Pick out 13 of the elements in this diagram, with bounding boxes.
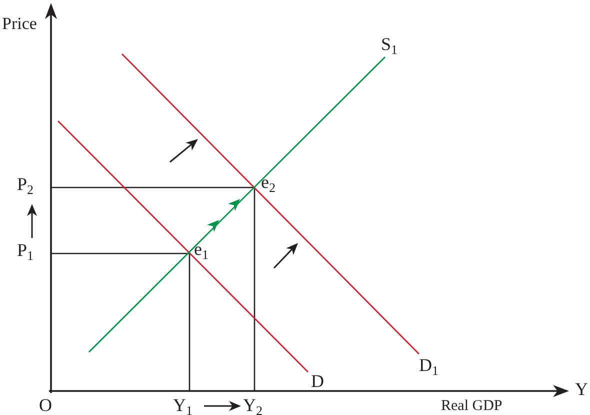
output-label: Y$_{2}$ bbox=[243, 396, 262, 414]
curve-label: S$_{1}$ bbox=[381, 35, 398, 53]
point-label: e$_{1}$ bbox=[194, 240, 208, 258]
origin-label: O bbox=[39, 396, 52, 414]
axis-label: Real GDP bbox=[441, 399, 502, 414]
point-label: e$_{2}$ bbox=[261, 173, 276, 191]
curve-label: D bbox=[311, 372, 324, 390]
curve-label: D$_{1}$ bbox=[419, 356, 438, 374]
price-label: P$_{1}$ bbox=[17, 241, 34, 259]
price-label: P$_{2}$ bbox=[17, 175, 34, 193]
output-label: Y$_{1}$ bbox=[173, 396, 192, 414]
axis-label: Price bbox=[2, 15, 37, 32]
axis-label: Y bbox=[575, 380, 588, 398]
